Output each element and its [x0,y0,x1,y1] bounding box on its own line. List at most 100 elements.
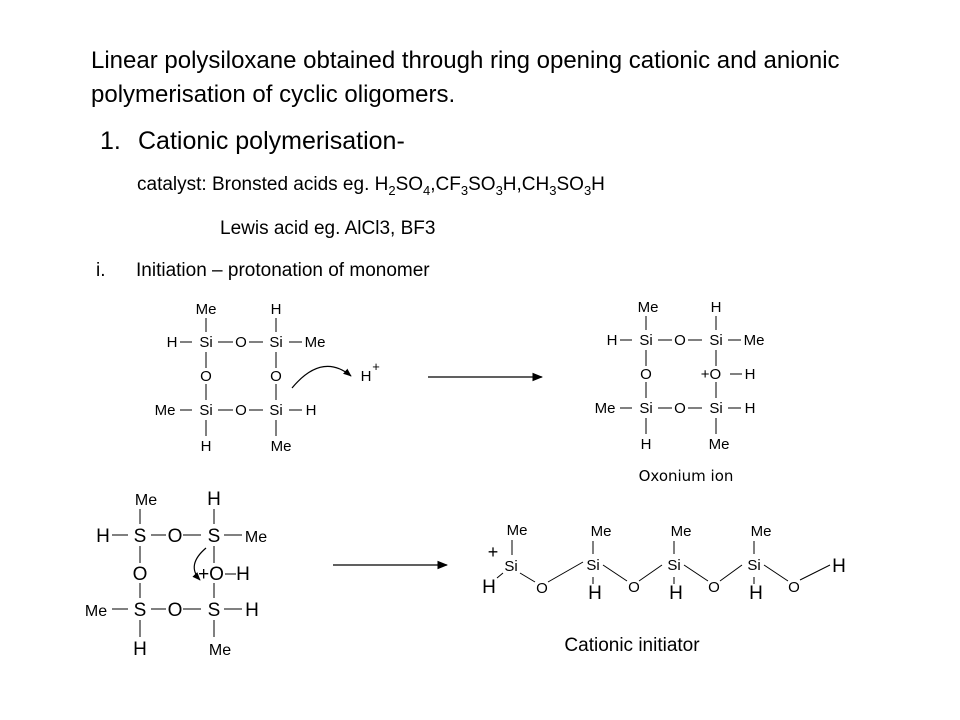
atom-label: +O [701,366,721,383]
atom-label: S [134,526,147,547]
atom-label: Me [709,436,730,453]
atom-label: Me [671,523,692,540]
cyclic-monomer: Me H H Si O Si Me O O Me Si O Si H H Me … [155,301,380,455]
lewis-acid-line: Lewis acid eg. AlCl3, BF3 [220,218,436,239]
subscript: 2 [388,183,396,198]
atom-label: H [711,299,722,316]
atom-label: H [641,436,652,453]
atom-label: Me [209,642,231,659]
atom-label: H [207,489,221,510]
catalyst-prefix: catalyst: Bronsted acids eg. H [137,174,389,195]
atom-label: Me [638,299,659,316]
formula-part: SO [395,174,424,195]
atom-label: Me [271,438,292,455]
proton-label: H [361,368,372,385]
atom-label: H [96,526,110,547]
subscript: 3 [583,183,592,198]
atom-label: O [168,526,183,547]
atom-label: O [708,579,720,596]
atom-label: O [235,334,247,351]
oxonium-caption: Oxonium ion [639,467,734,485]
atom-label: O [200,368,212,385]
atom-label: Si [199,402,212,419]
atom-label: H [201,438,212,455]
atom-label: O [640,366,652,383]
atom-label: H [749,583,763,604]
atom-label: Me [245,529,267,546]
atom-label: Si [504,558,517,575]
atom-label: Me [305,334,326,351]
atom-label: O [168,600,183,621]
atom-label: S [208,600,221,621]
subscript: 3 [549,183,557,198]
atom-label: Me [744,332,765,349]
atom-label: H [745,400,756,417]
section-heading: 1. Cationic polymerisation- [100,127,405,156]
atom-label: Me [196,301,217,318]
atom-label: +O [198,564,224,585]
intro-text: Linear polysiloxane obtained through rin… [91,47,840,108]
atom-label: Me [155,402,176,419]
atom-label: O [788,579,800,596]
formula-part: H,CH [502,174,550,195]
curly-arrow-1 [291,365,352,389]
atom-label: H [306,402,317,419]
subscript: 3 [460,183,469,198]
atom-label: Si [667,557,680,574]
oxonium-ring: Me H H Si O Si Me O +O H Me O Si Si H H … [595,299,765,453]
oxonium-ring-large: Me H H S O S Me O +O H Me S O S H H Me [85,489,267,660]
atom-label: Si [709,400,722,417]
step-number: i. [96,260,106,281]
atom-label: H [271,301,282,318]
initiation-step: i. Initiation – protonation of monomer [96,260,430,282]
charge-label: + [488,542,499,562]
subscript: 3 [495,183,503,198]
charge-label: + [372,359,380,374]
atom-label: H [607,332,618,349]
step-text: Initiation – protonation of monomer [136,260,430,281]
subscript: 4 [423,183,431,198]
atom-label: Si [639,332,652,349]
atom-label: H [133,639,147,660]
atom-label: Si [639,400,652,417]
atom-label: O [235,402,247,419]
atom-label: H [745,366,756,383]
atom-label: H [245,600,259,621]
atom-label: O [270,368,282,385]
atom-label: H [167,334,178,351]
formula-part: ,CF [430,174,461,195]
atom-label: S [208,526,221,547]
atom-label: Si [709,332,722,349]
catalyst-line: catalyst: Bronsted acids eg. H2SO4,CF3SO… [137,174,605,198]
atom-label: H [236,564,250,585]
cationic-initiator-chain: Me + Si H O Me Si H O Me Si H O Me Si H … [482,522,846,604]
curly-arrow-2 [192,547,207,581]
atom-label: O [536,580,548,597]
atom-label: S [134,600,147,621]
atom-label: O [674,400,686,417]
initiator-caption: Cationic initiator [564,635,700,656]
atom-label: Me [135,492,157,509]
atom-label: O [628,579,640,596]
atom-label: Me [595,400,616,417]
heading-number: 1. [100,127,121,155]
atom-label: Si [199,334,212,351]
atom-label: Si [269,402,282,419]
atom-label: H [482,577,496,598]
atom-label: Si [586,557,599,574]
atom-label: H [588,583,602,604]
atom-label: Me [751,523,772,540]
formula-part: SO [556,174,584,195]
atom-label: Si [269,334,282,351]
atom-label: Me [85,603,107,620]
formula-part: SO [468,174,496,195]
atom-label: H [669,583,683,604]
atom-label: O [674,332,686,349]
heading-text: Cationic polymerisation- [138,127,405,155]
atom-label: Me [507,522,528,539]
atom-label: H [832,556,846,577]
formula-part: H [591,174,605,195]
atom-label: Si [747,557,760,574]
atom-label: O [133,564,148,585]
